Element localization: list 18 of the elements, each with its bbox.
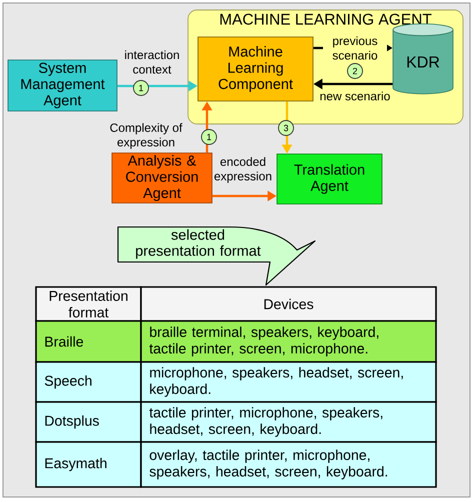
edge-label: new scenario xyxy=(320,92,390,100)
edge-label: interaction context xyxy=(125,50,179,74)
callout-number: 1 xyxy=(133,80,149,96)
edge-label: Complexity of expression xyxy=(110,123,182,149)
process-box: Machine Learning Component xyxy=(198,36,314,102)
process-box: System Management Agent xyxy=(8,60,118,112)
table-cell: Dotsplus xyxy=(35,401,142,443)
table-header-cell: Presentation format xyxy=(35,286,142,322)
edge-label: encoded expression xyxy=(214,157,272,183)
callout-number: 2 xyxy=(347,63,363,79)
callout-number: 3 xyxy=(278,120,294,136)
process-box: Translation Agent xyxy=(276,154,382,204)
table-cell: Easymath xyxy=(35,441,142,488)
table-cell: Braille xyxy=(35,320,142,363)
edge-label: previous scenario xyxy=(323,35,387,61)
callout-number: 1 xyxy=(201,129,217,145)
table-cell: Speech xyxy=(35,361,142,403)
process-box: Analysis & Conversion Agent xyxy=(112,152,212,204)
